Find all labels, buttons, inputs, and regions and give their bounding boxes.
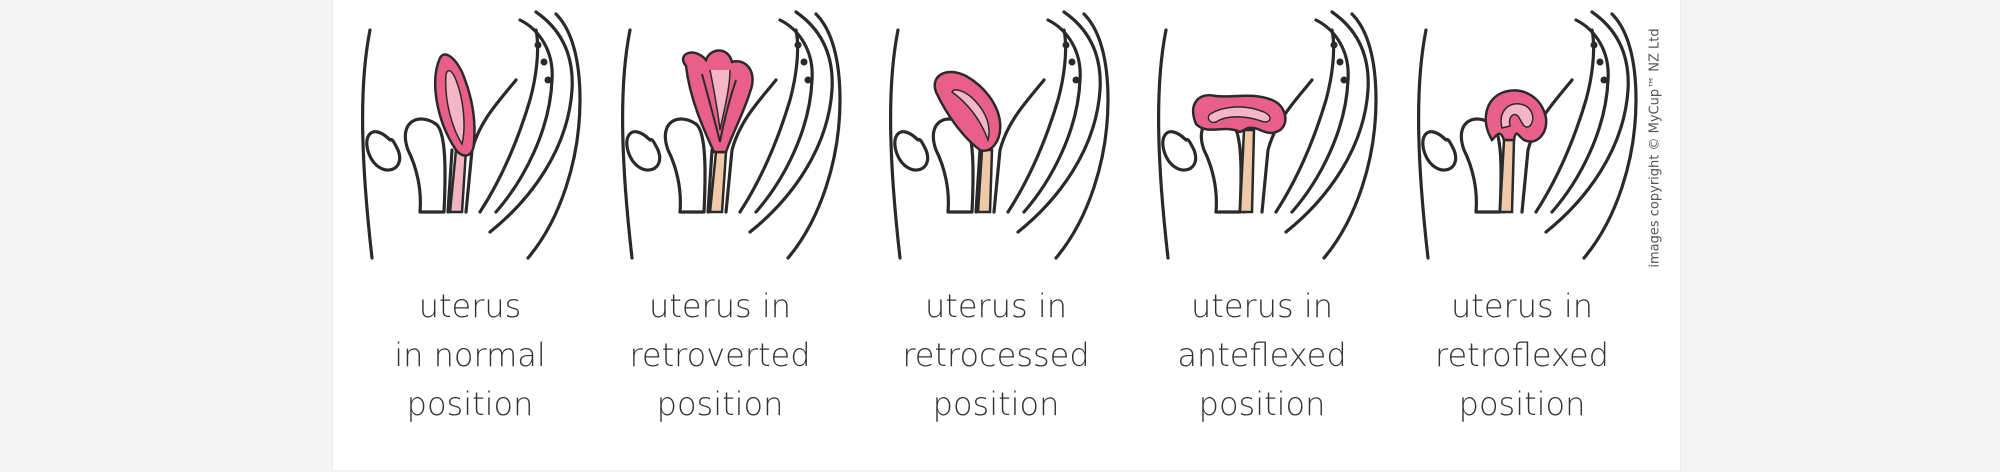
caption-line: anteflexed	[1177, 336, 1347, 374]
caption-line: uterus	[418, 287, 522, 325]
pelvis-illustration-normal	[361, 10, 582, 260]
caption-line: retroverted	[629, 336, 811, 374]
figure-retrocessed: uterus in retrocessed position	[866, 0, 1126, 440]
figure-anteflexed: uterus in anteflexed position	[1132, 0, 1392, 440]
diagram-card	[333, 0, 1680, 470]
caption-retroflexed: uterus in retroflexed position	[1392, 282, 1652, 429]
figure-retroverted: uterus in retroverted position	[590, 0, 850, 440]
copyright-text: images copyright © MyCup™ NZ Ltd	[1647, 28, 1663, 268]
caption-normal: uterus in normal position	[340, 282, 600, 429]
caption-line: uterus in	[925, 287, 1067, 325]
caption-line: retrocessed	[902, 336, 1090, 374]
caption-retrocessed: uterus in retrocessed position	[866, 282, 1126, 429]
caption-line: position	[932, 385, 1060, 423]
caption-line: uterus in	[1451, 287, 1593, 325]
caption-anteflexed: uterus in anteflexed position	[1132, 282, 1392, 429]
caption-retroverted: uterus in retroverted position	[590, 282, 850, 429]
pelvis-illustration-retroverted	[621, 10, 842, 260]
caption-line: uterus in	[1191, 287, 1333, 325]
caption-line: position	[1198, 385, 1326, 423]
caption-line: position	[406, 385, 534, 423]
caption-line: retroflexed	[1435, 336, 1609, 374]
pelvis-illustration-retroflexed	[1417, 10, 1638, 260]
caption-line: position	[1458, 385, 1586, 423]
caption-line: in normal	[394, 336, 546, 374]
pelvis-illustration-retrocessed	[889, 10, 1110, 260]
caption-line: uterus in	[649, 287, 791, 325]
figure-normal: uterus in normal position	[340, 0, 600, 440]
pelvis-illustration-anteflexed	[1157, 10, 1378, 260]
caption-line: position	[656, 385, 784, 423]
figure-retroflexed: uterus in retroflexed position	[1392, 0, 1652, 440]
